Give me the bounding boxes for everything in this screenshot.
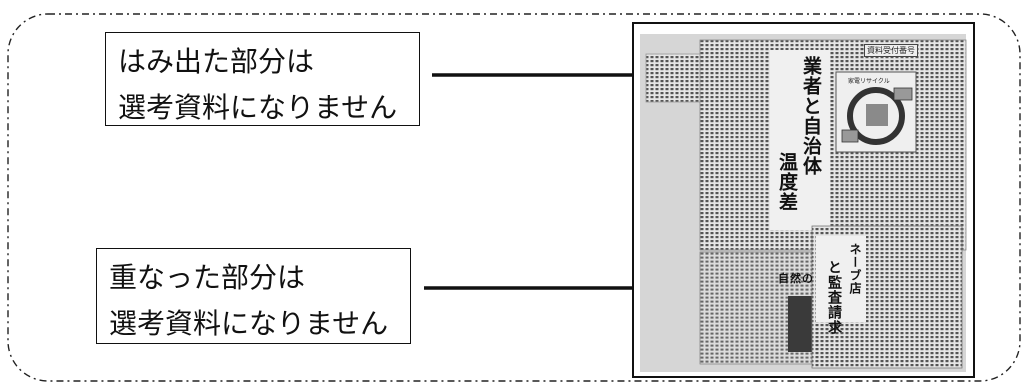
callout-overlap-line2: 選考資料になりません xyxy=(109,307,389,340)
diagram-box-3 xyxy=(841,129,859,143)
clipping-tag: 資料受付番号 xyxy=(864,44,918,57)
clipping-photo xyxy=(788,296,816,352)
clipping-main xyxy=(699,39,967,251)
clipping-headline-main: 業者と自治体 xyxy=(800,56,822,176)
clipping-headline-sub2: と監査請求 xyxy=(826,260,842,335)
clipping-headline-sub: ネーブ店 xyxy=(848,243,862,295)
callout-overflow-line1: はみ出た部分は xyxy=(118,45,315,78)
diagram-box-2 xyxy=(893,87,913,101)
diagram-box-1 xyxy=(866,104,888,126)
callout-overlap: 重なった部分は 選考資料になりません xyxy=(96,248,411,344)
clipping-overlap-headline-band xyxy=(816,236,866,322)
callout-overlap-line1: 重なった部分は xyxy=(109,261,306,294)
clipping-headline-nature: 自然の xyxy=(778,272,814,285)
callout-overflow: はみ出た部分は 選考資料になりません xyxy=(105,32,420,126)
diagram-ring xyxy=(847,87,905,145)
clipping-diagram-title: 家電リサイクル xyxy=(848,78,890,85)
clipping-headline-main2: 温度差 xyxy=(776,152,798,212)
callout-overflow-line2: 選考資料になりません xyxy=(118,91,398,124)
clipping-headline-band xyxy=(770,50,830,230)
